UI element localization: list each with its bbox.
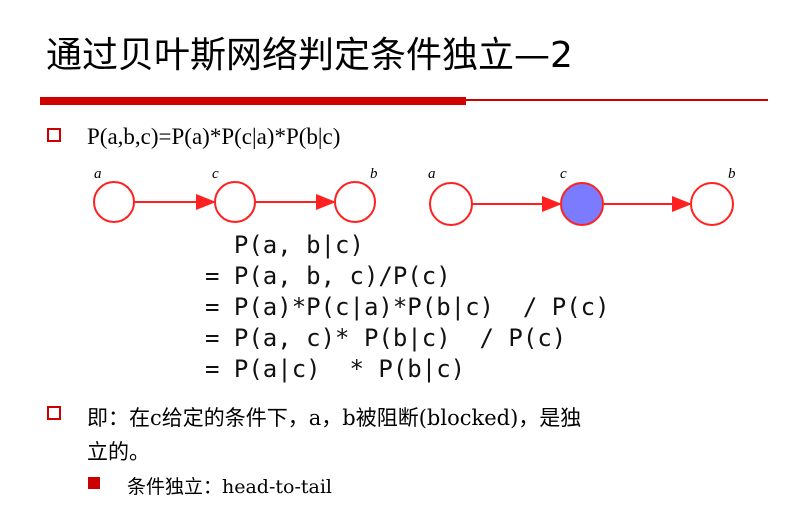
conclusion-text-line2: 立的。 bbox=[87, 440, 150, 464]
conclusion-text-line1: 即：在c给定的条件下，a，b被阻断(blocked)，是独 bbox=[87, 406, 582, 430]
node-label-a: a bbox=[94, 166, 102, 182]
node-c bbox=[214, 181, 256, 223]
node-a bbox=[429, 182, 473, 226]
node-label-b: b bbox=[370, 166, 378, 182]
bullet-hollow-square-icon bbox=[47, 128, 61, 142]
derivation-formula: P(a, b|c) = P(a, b, c)/P(c) = P(a)*P(c|a)*… bbox=[205, 230, 610, 385]
subpoint-text: 条件独立：head-to-tail bbox=[127, 476, 333, 498]
joint-probability-text: P(a,b,c)=P(a)*P(c|a)*P(b|c) bbox=[87, 124, 341, 149]
formula-line: = P(a|c) * P(b|c) bbox=[205, 355, 466, 383]
node-b bbox=[690, 182, 734, 226]
formula-line: = P(a)*P(c|a)*P(b|c) / P(c) bbox=[205, 293, 610, 321]
node-label-a: a bbox=[428, 166, 436, 182]
node-c-observed bbox=[560, 182, 604, 226]
node-label-c: c bbox=[212, 166, 219, 182]
formula-line: = P(a, c)* P(b|c) / P(c) bbox=[205, 324, 567, 352]
graph-left: a c b bbox=[93, 166, 378, 223]
node-label-c: c bbox=[560, 166, 567, 182]
node-b bbox=[334, 181, 376, 223]
formula-line: P(a, b|c) bbox=[205, 231, 364, 259]
bullet-hollow-square-icon bbox=[47, 406, 61, 420]
formula-line: = P(a, b, c)/P(c) bbox=[205, 262, 451, 290]
title-underline-thin bbox=[466, 99, 768, 101]
node-label-b: b bbox=[728, 166, 736, 182]
graph-right: a c b bbox=[428, 166, 736, 226]
slide-title: 通过贝叶斯网络判定条件独立—2 bbox=[46, 35, 573, 76]
title-underline-thick bbox=[40, 97, 466, 105]
node-a bbox=[93, 181, 135, 223]
bullet-filled-square-icon bbox=[88, 477, 100, 489]
